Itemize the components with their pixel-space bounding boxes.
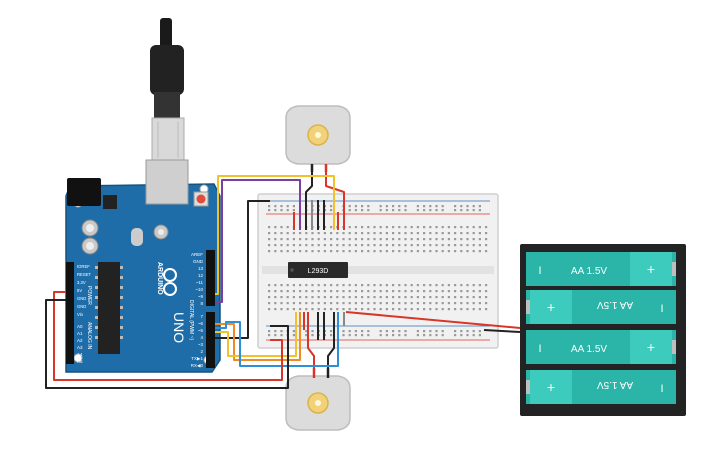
pin-label: A2 [77,338,83,343]
pin-label: A3 [77,345,83,350]
breadboard[interactable] [257,193,499,349]
wire-black-gnd-top[interactable] [215,200,270,339]
battery-plus-sign: + [547,379,555,395]
pin-label: 3.3V [77,280,86,285]
battery-minus-sign: I [660,303,663,315]
battery-label: AA 1.5V [597,379,633,390]
arduino-brand-label: ARDUINO [156,262,163,295]
l293d-chip[interactable]: L293D [288,262,348,278]
digital-pin-labels-upper: AREF GND 13 12 ~11 ~10 ~9 8 [191,252,204,306]
pin-label: 2 [200,349,203,354]
wire-purple-top[interactable] [215,179,301,303]
wire-yellow-top[interactable] [215,175,335,295]
battery-cell[interactable]: + I AA 1.5V [526,252,676,286]
battery-plus-sign: + [647,261,655,277]
wire-battery-black[interactable] [483,329,521,333]
arduino-uno-board[interactable]: ARDUINO UNO POWER ANALOG IN DIGITAL (PWM… [65,159,221,373]
digital-pin-labels-lower: 7 ~6 ~5 4 ~3 2 TX▶1 RX◀0 [191,314,204,368]
pin-label: ~9 [198,294,204,299]
battery-plus-sign: + [647,339,655,355]
arduino-model-label: UNO [171,312,187,343]
digital-header-label: DIGITAL (PWM ~) [188,300,194,340]
pin-label: A5 [77,359,83,364]
pin-label: AREF [191,252,203,257]
battery-cell[interactable]: + I AA 1.5V [526,290,676,324]
power-header[interactable] [66,262,74,320]
battery-minus-sign: I [660,383,663,395]
power-header-label: POWER [86,286,92,305]
chip-label: L293D [308,268,329,275]
pin-label: ~5 [198,328,204,333]
pin-label: 8 [200,301,203,306]
pin-label: 5V [77,288,82,293]
pin-label: ~11 [196,280,204,285]
motor-top[interactable] [285,105,351,172]
pin-label: 13 [198,266,204,271]
pin-label: GND [77,296,86,301]
wire-red-5v[interactable] [53,291,283,381]
pin-label: TX▶1 [191,356,203,361]
pin-label: RX◀0 [191,363,204,368]
arduino-logo [163,268,177,296]
battery-plus-sign: + [547,299,555,315]
pin-label: A1 [77,331,83,336]
analog-header-label: ANALOG IN [86,322,92,350]
digital-header-upper[interactable] [206,250,215,306]
pin-label: ~3 [198,342,204,347]
pin-label: GND [193,259,204,264]
pin-label: 4 [200,335,203,340]
battery-label: AA 1.5V [571,266,607,277]
wire-motor-top-black[interactable] [305,172,313,230]
analog-pin-labels: A0 A1 A2 A3 A4 A5 [77,324,83,364]
battery-cell[interactable]: + I AA 1.5V [526,330,676,364]
wire-black-gnd[interactable] [45,299,289,389]
wire-blue[interactable] [215,312,339,367]
wire-battery-red[interactable] [345,311,521,329]
pin-label: RESET [77,272,91,277]
motor-bottom[interactable] [285,368,351,431]
pin-label: A4 [77,352,83,357]
pin-label: ~10 [195,287,203,292]
pin-label: ~6 [198,321,204,326]
battery-minus-sign: I [538,343,541,355]
analog-header[interactable] [66,320,74,364]
pin-label: 12 [198,273,204,278]
wire-yellow-bottom[interactable] [215,312,297,357]
breadboard-holes [268,205,488,337]
pin-label: A0 [77,324,83,329]
pin-label: Vin [77,312,84,317]
pin-label: IOREF [77,264,90,269]
battery-label: AA 1.5V [597,299,633,310]
pin-label: 7 [200,314,203,319]
usb-cable [150,18,185,163]
digital-header-lower[interactable] [206,312,215,368]
battery-minus-sign: I [538,265,541,277]
battery-pack[interactable]: + I AA 1.5V + I AA 1.5V + I AA 1.5V + I AA 1.5V [520,244,686,416]
battery-cell[interactable]: + I AA 1.5V [526,370,676,404]
battery-label: AA 1.5V [571,344,607,355]
wires [45,172,521,389]
power-pin-labels: IOREF RESET 3.3V 5V GND GND Vin [77,264,91,317]
wire-orange[interactable] [215,312,301,361]
pin-label: GND [77,304,86,309]
